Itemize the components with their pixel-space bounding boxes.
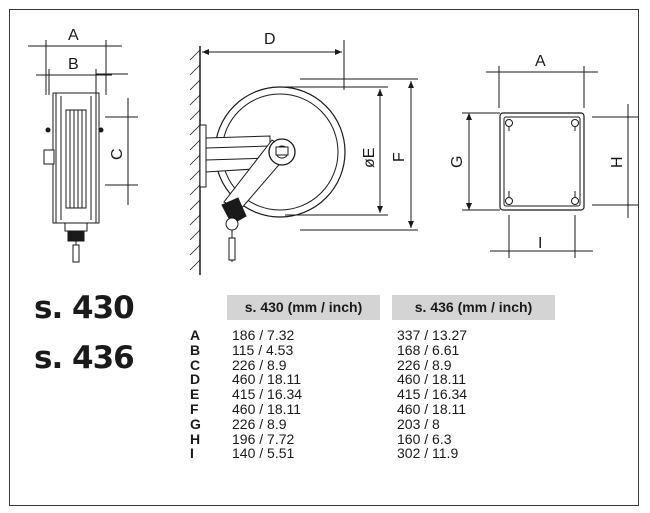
- table-cell-s430: 460 / 18.11: [232, 400, 302, 417]
- table-cell-label: I: [190, 445, 194, 462]
- table-cell-label: A: [190, 327, 201, 343]
- table-cell-s430: 226 / 8.9: [232, 415, 287, 432]
- table-cell-s436: 160 / 6.3: [397, 430, 452, 447]
- table-cell-label: G: [190, 415, 201, 432]
- table-cell-s430: 196 / 7.72: [232, 430, 295, 447]
- bracket-view: [462, 66, 638, 258]
- diagram-frame: [9, 9, 639, 506]
- table-cell-label: D: [190, 371, 201, 388]
- table-cell-s436: 415 / 16.34: [397, 386, 468, 403]
- header-s436: s. 436 (mm / inch): [392, 295, 555, 320]
- table-cell-s430: 460 / 18.11: [232, 371, 302, 388]
- table-cell-label: H: [190, 430, 201, 447]
- front-view: [189, 40, 418, 275]
- front-dim-f: F: [391, 152, 408, 162]
- table-cell-s436: 203 / 8: [397, 415, 440, 432]
- table-cell-label: B: [190, 341, 201, 358]
- bracket-dim-g: G: [449, 156, 466, 168]
- table-cell-s436: 337 / 13.27: [397, 327, 468, 343]
- table-cell-label: C: [190, 356, 201, 373]
- front-dim-d: D: [264, 31, 276, 48]
- bracket-dim-i: I: [538, 235, 542, 252]
- side-dim-c: C: [109, 148, 126, 160]
- table-cell-s436: 168 / 6.61: [397, 341, 460, 358]
- side-dim-b: B: [68, 56, 79, 73]
- bracket-dim-h: H: [609, 156, 626, 168]
- front-dim-e: øE: [361, 148, 378, 168]
- table-cell-s436: 460 / 18.11: [397, 371, 467, 388]
- table-cell-s436: 226 / 8.9: [397, 356, 452, 373]
- table-cell-s436: 302 / 11.9: [397, 445, 459, 462]
- table-cell-s436: 460 / 18.11: [397, 400, 467, 417]
- table-cell-s430: 186 / 7.32: [232, 327, 295, 343]
- bracket-dim-a: A: [535, 53, 546, 70]
- model-title-436: s. 436: [34, 340, 135, 376]
- side-view: [28, 40, 138, 263]
- table-cell-label: F: [190, 400, 199, 417]
- table-cell-s430: 140 / 5.51: [232, 445, 295, 462]
- table-cell-s430: 415 / 16.34: [232, 386, 303, 403]
- table-cell-label: E: [190, 386, 200, 403]
- table-cell-s430: 115 / 4.53: [232, 341, 294, 358]
- side-dim-a: A: [68, 27, 79, 44]
- header-s430: s. 430 (mm / inch): [227, 295, 380, 320]
- table-cell-s430: 226 / 8.9: [232, 356, 287, 373]
- model-title-430: s. 430: [34, 290, 135, 326]
